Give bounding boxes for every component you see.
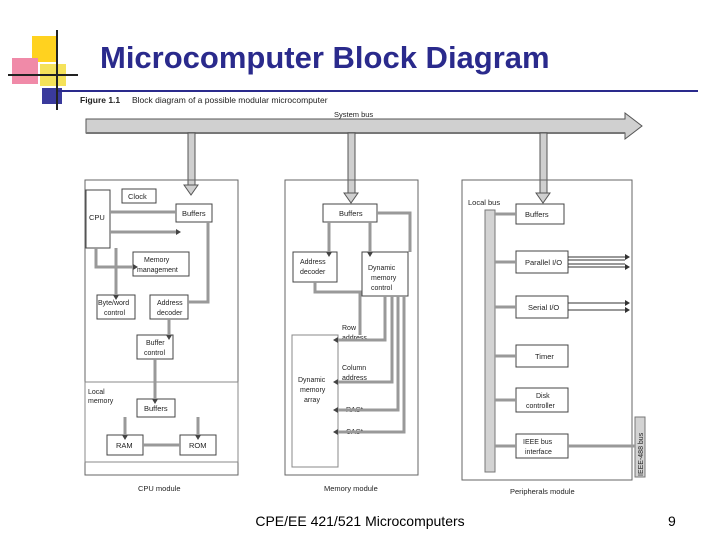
local-bus-label: Local bus [468,198,500,207]
memory-module-arrowheads [326,252,373,435]
bus-tap-cpu [183,132,199,196]
clock-label: Clock [128,192,147,201]
slide-footer: CPE/EE 421/521 Microcomputers [255,513,465,529]
memory-address-decoder-label-2: decoder [300,269,326,276]
bus-tap-memory [343,132,359,204]
buffer-control-label-2: control [144,350,165,357]
dynamic-memory-array-block [291,334,339,468]
memory-management-label-1: Memory [144,257,170,264]
row-address-label-1: Row [342,325,357,332]
peripheral-buffers-label: Buffers [525,210,549,219]
cpu-module-internal-bus [94,210,210,447]
slide-title: Microcomputer Block Diagram [100,40,550,75]
cpu-buffers-label: Buffers [182,209,206,218]
dynamic-memory-array-label-3: array [304,397,320,404]
bus-tap-peripherals [535,132,551,204]
dynamic-memory-array-label-2: memory [300,387,326,394]
peripheral-external-arrowheads [625,254,630,313]
memory-module-outline [284,179,419,476]
timer-label: Timer [535,352,554,361]
cpu-address-decoder-label-2: decoder [157,310,183,317]
page-number: 9 [668,513,676,529]
buffer-control-label-1: Buffer [146,340,165,347]
cpu-block [85,189,111,249]
cpu-module-arrowheads [113,229,201,440]
logo-horizontal-line [8,74,78,76]
memory-module-label: Memory module [324,484,378,493]
dynamic-memory-control-label-3: control [371,285,392,292]
cpu-address-decoder-label-1: Address [157,300,183,307]
local-buffers-label: Buffers [144,404,168,413]
clock-block [121,188,157,204]
logo-pink-square [12,58,38,84]
column-address-label-2: address [342,375,367,382]
cpu-module-label: CPU module [138,484,181,493]
column-address-label-1: Column [342,365,366,372]
ram-label: RAM [116,441,133,450]
byte-word-control-label-1: Byte/word [98,300,129,307]
system-bus-label: System bus [334,110,373,119]
serial-io-label: Serial I/O [528,303,559,312]
ieee-488-bus-label: IEEE-488 bus [638,432,645,476]
figure-caption-label: Figure 1.1 [80,95,120,105]
memory-address-decoder-block [292,251,338,283]
logo-vertical-line [56,30,58,110]
local-memory-outline [84,381,239,463]
dynamic-memory-control-label-1: Dynamic [368,265,396,272]
logo-yellow-square [32,36,58,62]
byte-word-control-label-2: control [104,310,125,317]
figure-caption-text: Block diagram of a possible modular micr… [132,95,328,105]
title-underline [58,90,698,92]
local-memory-label-1: Local [88,389,105,396]
disk-controller-label-2: controller [526,403,555,410]
memory-module-internal-bus [313,211,412,434]
rom-label: ROM [189,441,207,450]
block-diagram-figure: Figure 1.1 Block diagram of a possible m… [80,95,646,496]
parallel-io-label: Parallel I/O [525,258,562,267]
memory-buffers-label: Buffers [339,209,363,218]
dynamic-memory-array-label-1: Dynamic [298,377,326,384]
peripherals-module-outline [461,179,633,481]
memory-management-label-2: management [137,267,178,274]
peripheral-external-lines [568,256,625,311]
cpu-module-outline [84,179,239,476]
ieee-interface-label-1: IEEE bus [523,439,553,446]
disk-controller-label-1: Disk [536,393,550,400]
local-bus [484,209,496,473]
cpu-label: CPU [89,213,105,222]
ieee-interface-label-2: interface [525,449,552,456]
dynamic-memory-control-label-2: memory [371,275,397,282]
memory-address-decoder-label-1: Address [300,259,326,266]
peripheral-connections [495,212,635,448]
local-memory-label-2: memory [88,398,114,405]
peripherals-module-label: Peripherals module [510,487,575,496]
